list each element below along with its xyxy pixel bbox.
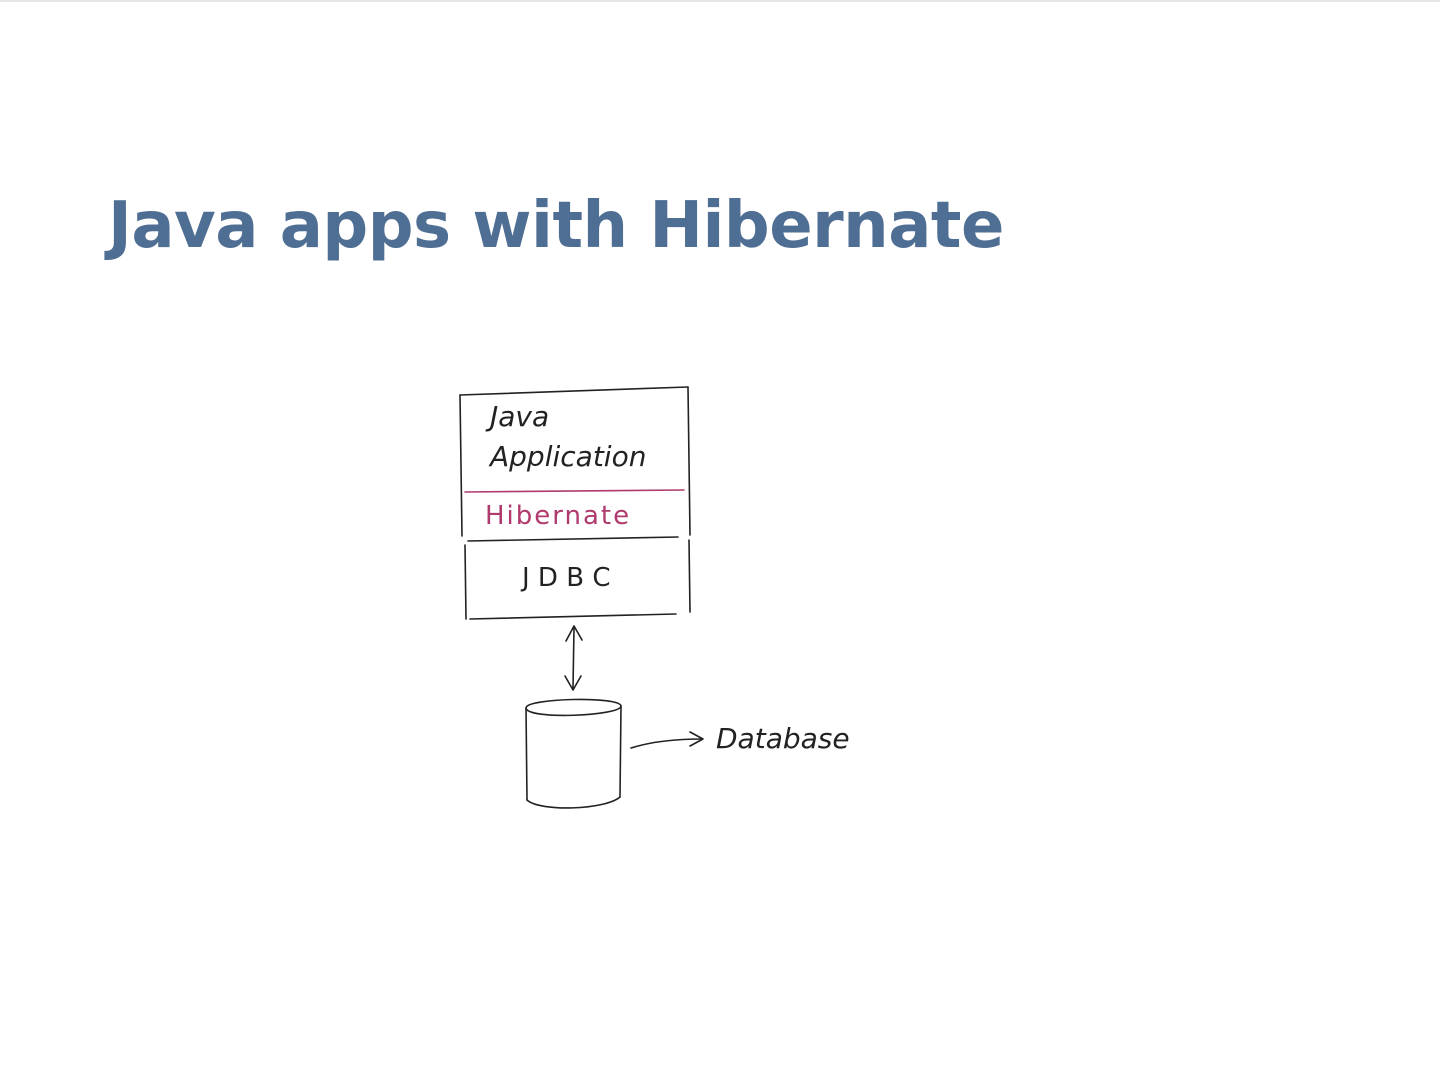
layer-stack [459, 386, 691, 620]
stack-top-edge [459, 386, 689, 396]
jdbc-right-edge [688, 539, 691, 613]
database-label: Database [716, 722, 850, 755]
stack-right-edge-upper [687, 386, 691, 536]
hibernate-bottom-edge [467, 536, 679, 542]
database-cylinder-icon [525, 698, 622, 809]
top-divider [0, 0, 1440, 2]
database-pointer-arrow-icon [630, 731, 704, 749]
jdbc-bottom-edge [469, 613, 677, 620]
hibernate-divider [464, 489, 685, 493]
java-application-label-line2: Application [488, 440, 646, 473]
bidirectional-arrow-icon [564, 625, 583, 691]
hibernate-label: Hibernate [485, 501, 631, 531]
jdbc-left-edge [464, 544, 467, 620]
jdbc-label: J D B C [520, 563, 610, 593]
slide-title: Java apps with Hibernate [108, 189, 1004, 263]
stack-left-edge-upper [459, 394, 463, 537]
java-application-label-line1: Java [485, 400, 549, 433]
